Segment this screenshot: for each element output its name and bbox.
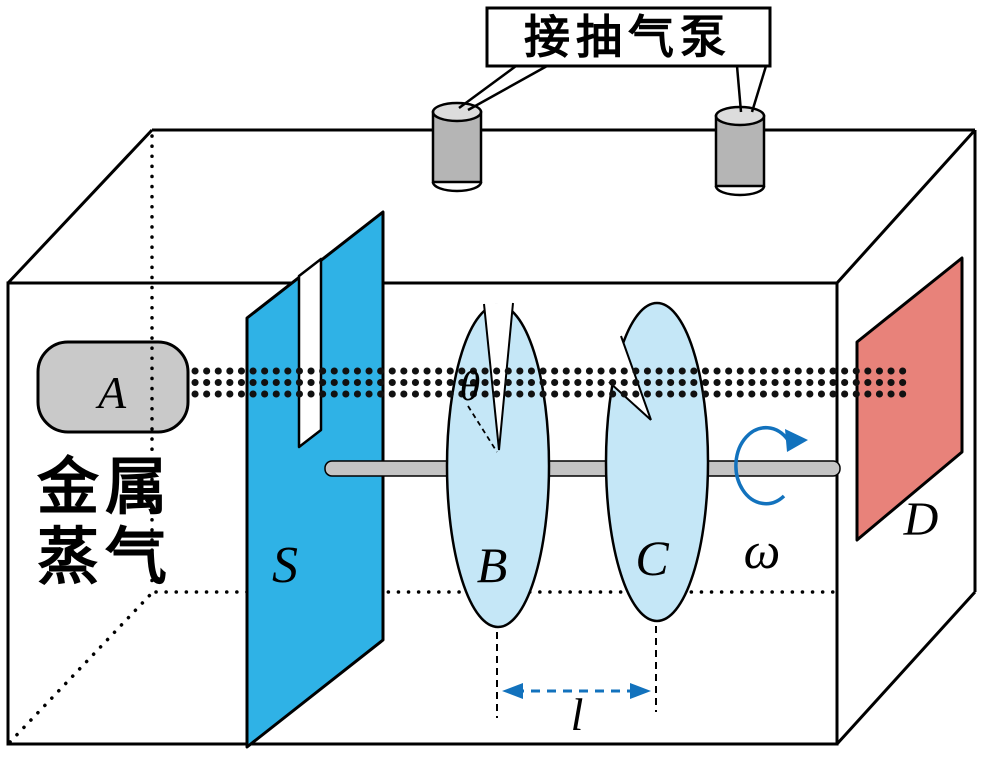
chamber-bottom-right-edge	[835, 590, 977, 746]
theta-label: θ	[460, 364, 481, 410]
chamber-front-face	[6, 281, 839, 746]
slit-plate-slit	[297, 257, 323, 449]
omega-label: ω	[744, 523, 781, 580]
axle-rod	[324, 460, 841, 477]
pump-callout-label: 接抽气泵	[524, 11, 732, 63]
dim-arrowhead-right	[630, 683, 651, 699]
disk-c-notch-edges	[608, 335, 652, 421]
length-label: l	[571, 689, 584, 740]
disk-c-notch	[609, 336, 651, 420]
pump-callout-pointer-left-a	[458, 64, 517, 110]
pump-port-right	[714, 105, 766, 197]
pump-callout-pointer-right-b	[750, 65, 768, 113]
chamber-top-right-edge	[835, 128, 977, 285]
pump-callout-pointers	[458, 64, 768, 113]
chamber-hidden-edges	[8, 134, 835, 744]
chamber-top-left-edge	[6, 128, 154, 285]
pump-callout-pointer-left-b	[467, 64, 548, 112]
omega-rotation-arrowhead	[785, 429, 808, 452]
pump-port-left-body	[431, 110, 483, 184]
pump-port-left-bottom-rim	[431, 181, 483, 193]
source-caption-line1: 金属	[36, 453, 173, 522]
disk-b-notch-edges	[483, 302, 514, 451]
source-caption-line2: 蒸气	[37, 523, 173, 592]
disk-c-label: C	[635, 530, 669, 586]
molecular-beam-dots	[191, 367, 907, 398]
omega-rotation-arrow	[734, 425, 790, 506]
hidden-bottom-left-edge	[8, 593, 152, 744]
slit-plate	[245, 210, 385, 749]
pump-callout-box	[485, 6, 772, 68]
pump-port-left	[431, 101, 483, 193]
length-dimension	[496, 626, 657, 718]
detector-plate	[855, 256, 964, 542]
source-label: A	[95, 367, 127, 418]
disk-b-notch	[484, 303, 513, 450]
disk-b-label: B	[477, 537, 508, 593]
pump-port-left-opening	[431, 101, 483, 123]
slit-plate-label: S	[272, 537, 298, 594]
theta-angle-dash-line	[467, 405, 498, 453]
pump-port-right-bottom-rim	[714, 185, 766, 197]
chamber-box	[6, 128, 977, 746]
pump-callout-pointer-right-a	[735, 65, 743, 113]
dim-arrowhead-left	[502, 683, 523, 699]
detector-label: D	[903, 493, 939, 546]
pump-port-right-body	[714, 114, 766, 188]
